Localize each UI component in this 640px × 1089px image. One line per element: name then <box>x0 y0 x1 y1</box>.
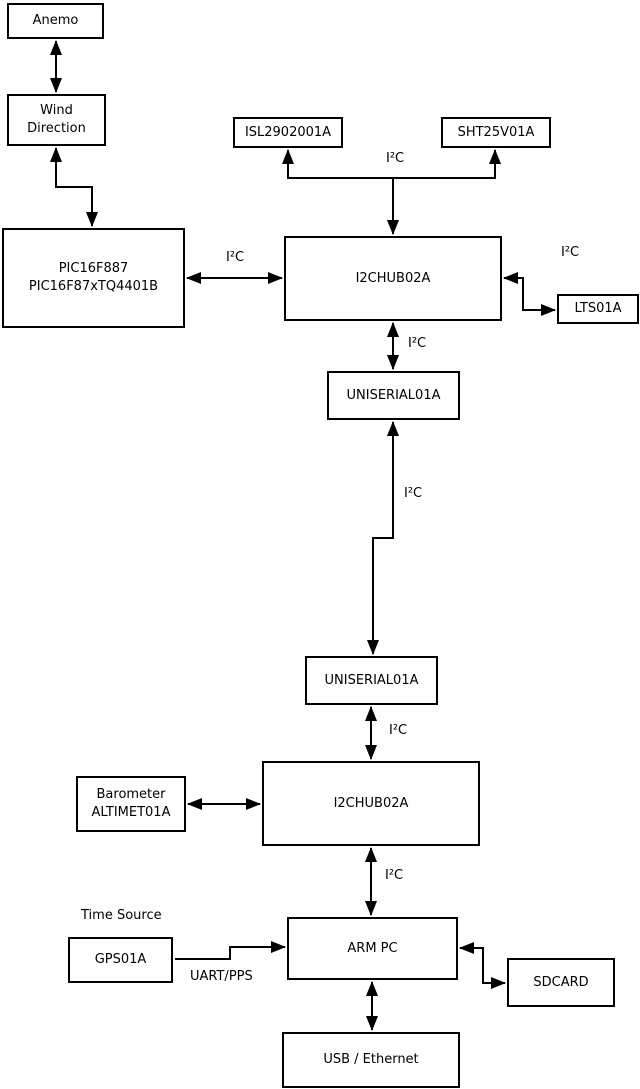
box-barometer: Barometer ALTIMET01A <box>76 776 186 832</box>
box-arm-pc: ARM PC <box>287 917 458 980</box>
box-gps-label: GPS01A <box>94 952 147 968</box>
connector-armpc-sdcard <box>459 942 506 989</box>
connector-gps-armpc <box>175 941 286 960</box>
box-uniserial-bottom: UNISERIAL01A <box>305 656 438 705</box>
box-anemo: Anemo <box>7 3 104 39</box>
label-time-source: Time Source <box>81 908 162 923</box>
box-sht-humidity-sensor: SHT25V01A <box>441 117 551 148</box>
edge-label-i2c-backbone: I²C <box>404 486 423 501</box>
box-wind-direction: Wind Direction <box>7 94 106 146</box>
box-sdcard-label: SDCARD <box>533 974 589 990</box>
box-i2c-hub-top: I2CHUB02A <box>284 236 502 321</box>
box-wind-direction-label: Wind Direction <box>27 103 86 136</box>
box-arm-pc-label: ARM PC <box>347 940 398 956</box>
box-isl-light-sensor: ISL2902001A <box>233 117 343 148</box>
connector-isl-sht-branch <box>282 149 501 179</box>
box-pic-label: PIC16F887 PIC16F87xTQ4401B <box>28 261 159 294</box>
box-lts-label: LTS01A <box>574 301 622 317</box>
edge-label-i2c-hub-uniserial: I²C <box>408 336 427 351</box>
box-pic-microcontroller: PIC16F887 PIC16F87xTQ4401B <box>2 228 185 328</box>
edge-label-i2c-lts: I²C <box>561 245 580 260</box>
box-gps: GPS01A <box>68 937 173 983</box>
box-i2c-hub-top-label: I2CHUB02A <box>355 270 431 286</box>
box-isl-label: ISL2902001A <box>244 124 332 140</box>
edge-label-i2c-pic-hub: I²C <box>226 250 245 265</box>
edge-label-i2c-hub-arm: I²C <box>385 868 404 883</box>
connector-hub-lts <box>503 272 556 316</box>
box-usb-ethernet-label: USB / Ethernet <box>323 1052 419 1068</box>
box-sht-label: SHT25V01A <box>457 124 535 140</box>
box-i2c-hub-bottom: I2CHUB02A <box>262 761 480 846</box>
box-uniserial-top: UNISERIAL01A <box>327 371 460 420</box>
box-i2c-hub-bottom-label: I2CHUB02A <box>333 795 409 811</box>
box-anemo-label: Anemo <box>32 13 79 29</box>
connector-uniserial-backbone <box>367 421 399 655</box>
box-uniserial-top-label: UNISERIAL01A <box>346 387 441 403</box>
box-uniserial-bottom-label: UNISERIAL01A <box>324 672 419 688</box>
edge-label-i2c-sensors: I²C <box>386 151 405 166</box>
box-usb-ethernet: USB / Ethernet <box>282 1032 460 1088</box>
connector-wind-pic <box>50 147 98 227</box>
edge-label-uart-pps: UART/PPS <box>190 969 253 984</box>
box-barometer-label: Barometer ALTIMET01A <box>91 787 171 820</box>
box-lts-temperature-sensor: LTS01A <box>557 294 639 324</box>
box-sdcard: SDCARD <box>507 958 615 1007</box>
edge-label-i2c-uniserial-hub: I²C <box>389 723 408 738</box>
